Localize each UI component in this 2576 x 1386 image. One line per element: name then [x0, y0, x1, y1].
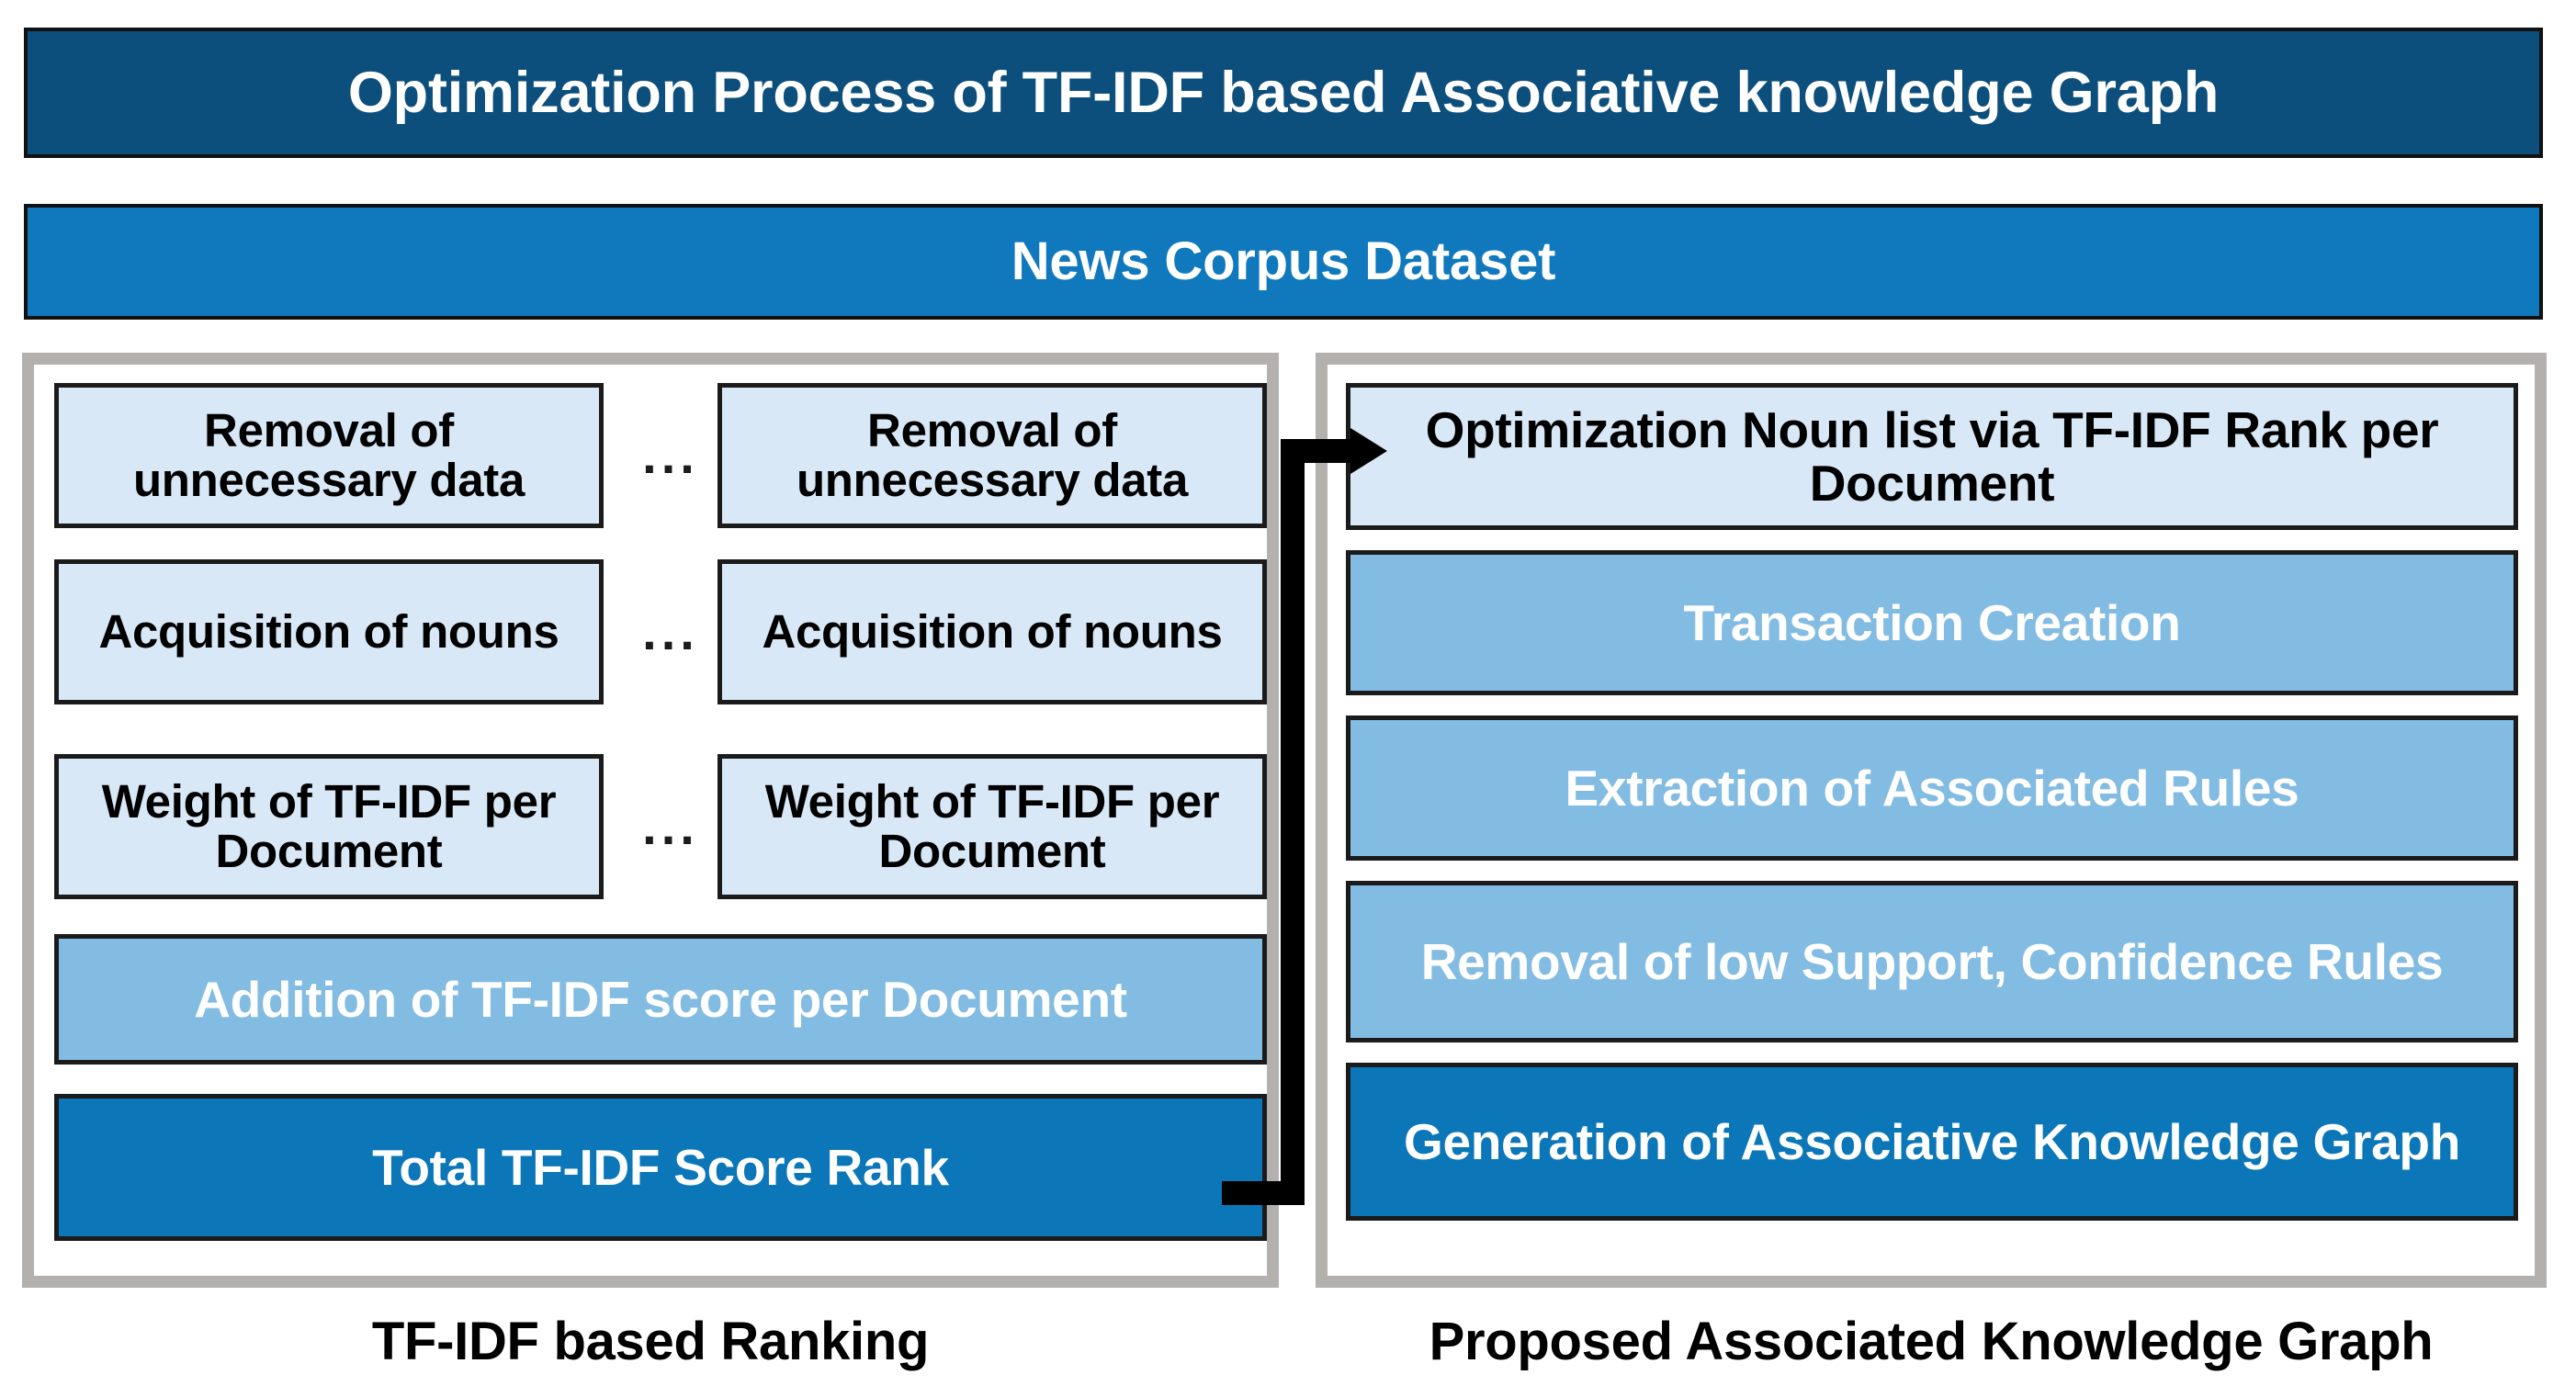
ellipsis-row-2: ...	[642, 603, 699, 660]
caption-left-panel: TF-IDF based Ranking	[371, 1312, 930, 1371]
box-extraction-of-associated-rules: Extraction of Associated Rules	[1346, 716, 2518, 861]
ellipsis-row-3: ...	[642, 797, 699, 855]
box-removal-unnecessary-data-first: Removal of unnecessary data	[54, 383, 604, 528]
right-panel-associated-knowledge-graph: Optimization Noun list via TF-IDF Rank p…	[1316, 353, 2547, 1288]
box-removal-unnecessary-data-last: Removal of unnecessary data	[717, 383, 1267, 528]
left-panel-tfidf-ranking: Removal of unnecessary data ... Removal …	[22, 353, 1279, 1288]
box-acquisition-nouns-last: Acquisition of nouns	[717, 559, 1267, 704]
box-removal-of-low-support-confidence-rules: Removal of low Support, Confidence Rules	[1346, 881, 2518, 1042]
box-transaction-creation: Transaction Creation	[1346, 550, 2518, 695]
dataset-banner: News Corpus Dataset	[24, 204, 2543, 320]
box-generation-of-associative-knowledge-graph: Generation of Associative Knowledge Grap…	[1346, 1063, 2518, 1221]
box-total-tfidf-score-rank: Total TF-IDF Score Rank	[54, 1094, 1267, 1241]
box-weight-tfidf-per-document-first: Weight of TF-IDF per Document	[54, 754, 604, 899]
box-addition-of-tfidf-score-per-document: Addition of TF-IDF score per Document	[54, 934, 1267, 1065]
box-weight-tfidf-per-document-last: Weight of TF-IDF per Document	[717, 754, 1267, 899]
diagram-title-banner: Optimization Process of TF-IDF based Ass…	[24, 28, 2543, 158]
ellipsis-row-1: ...	[642, 426, 699, 484]
box-optimization-noun-list: Optimization Noun list via TF-IDF Rank p…	[1346, 383, 2518, 530]
box-acquisition-nouns-first: Acquisition of nouns	[54, 559, 604, 704]
caption-right-panel: Proposed Associated Knowledge Graph	[1429, 1312, 2434, 1371]
